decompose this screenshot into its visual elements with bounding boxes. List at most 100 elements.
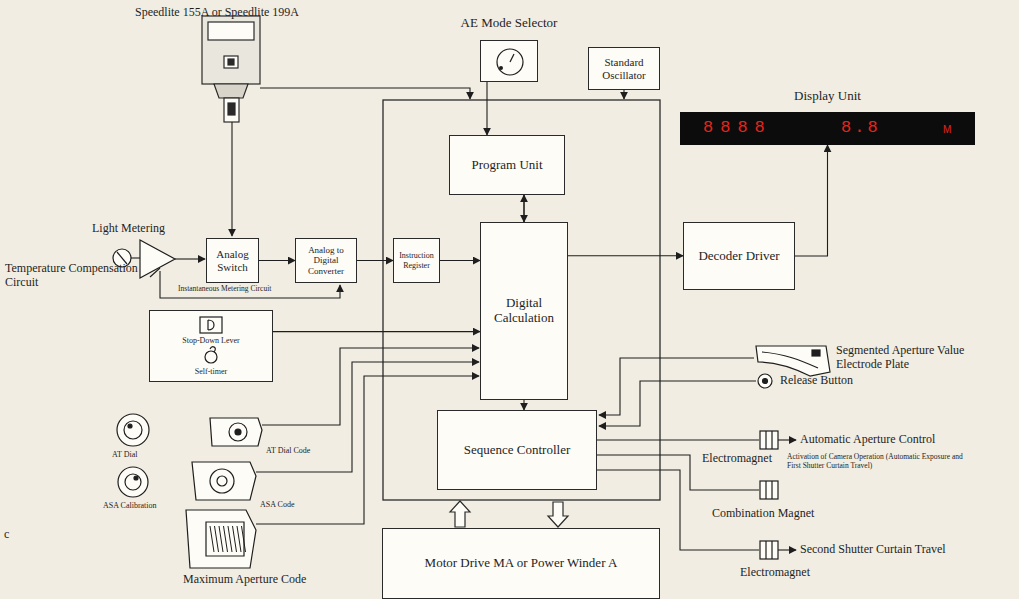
dial-illustrations-part [125, 474, 141, 490]
part-label: Electromagnet [740, 566, 810, 580]
signal-connector [523, 400, 524, 410]
electromagnet-symbols-part [766, 541, 772, 559]
box-label: Program Unit [471, 158, 542, 173]
process-box: Analog Switch [206, 238, 259, 283]
bus-arrows-part [450, 501, 470, 527]
code-plates-part [192, 462, 256, 500]
signal-connector [523, 195, 525, 222]
speedlite-illustration [202, 16, 260, 122]
leader-lines-part [231, 122, 232, 236]
process-box: Analog to Digital Converter [295, 238, 357, 283]
aperture-code-comb-part [233, 526, 237, 552]
part-label: Temperature Compensation Circuit [5, 262, 153, 290]
box-label: Instruction Register [397, 251, 436, 269]
process-box: Instruction Register [393, 238, 440, 283]
edge-fragment: c [4, 528, 9, 542]
code-plates-part [229, 423, 247, 441]
release-button-part [763, 379, 768, 384]
process-box: Sequence Controller [437, 410, 597, 490]
part-label: AT Dial Code [266, 446, 310, 455]
electrode-plate [756, 346, 830, 376]
aperture-code-comb-part [224, 526, 228, 552]
part-label: AT Dial [112, 450, 137, 459]
electromagnet-symbols-part [766, 481, 772, 499]
part-label: Segmented Aperture Value Electrode Plate [836, 344, 1012, 372]
leader-lines-part [778, 439, 796, 440]
dial-illustrations-part [124, 421, 142, 439]
box-caption: Self-timer [150, 367, 272, 376]
signal-connector [440, 260, 480, 261]
aperture-code-comb-part [237, 526, 241, 552]
mode-dial-icon [481, 41, 539, 83]
leader-lines [131, 88, 796, 550]
process-box: Program Unit [449, 135, 565, 195]
code-plates-part [206, 522, 244, 556]
display-unit-mark: M [943, 124, 951, 136]
part-label: Combination Magnet [712, 507, 814, 521]
aperture-code-comb-part [215, 526, 219, 552]
release-button-part [758, 374, 772, 388]
leader-lines-part [597, 439, 759, 440]
display-unit: Display Unit88888.8M [680, 112, 975, 145]
process-box: Digital Calculation [480, 222, 568, 400]
speedlite-illustration-part [228, 59, 234, 65]
electromagnet-symbols-part [760, 481, 778, 499]
part-label: ASA Code [260, 500, 294, 509]
part-label: Instantaneous Metering Circuit [178, 285, 271, 294]
signal-connector [568, 255, 683, 256]
electromagnet-symbols-part [766, 431, 772, 449]
part-label: Maximum Aperture Code [183, 573, 306, 587]
leader-lines-part [260, 88, 470, 99]
speedlite-illustration-part [214, 84, 248, 98]
box-label: Standard Oscillator [592, 56, 656, 81]
code-plates-part [217, 476, 227, 486]
electrode-plate-part [762, 352, 818, 368]
dial-illustrations-part [117, 414, 149, 446]
leader-lines-part [175, 258, 205, 259]
leader-lines-part [599, 358, 754, 415]
signal-connector [357, 260, 393, 261]
display-digits: 8888 [703, 118, 772, 138]
part-label: ASA Calibration [103, 501, 157, 510]
electromagnet-symbols [760, 431, 778, 559]
part-label: Second Shutter Curtain Travel [800, 543, 946, 557]
oscillator-box: Standard Oscillator [588, 47, 660, 90]
signal-connector [795, 145, 828, 256]
speedlite-illustration-part [208, 22, 254, 40]
dial-illustrations-part [134, 476, 138, 480]
dial-illustrations-part [118, 467, 148, 497]
box-label: Analog to Digital Converter [299, 245, 353, 276]
electromagnet-symbols-part [760, 431, 778, 449]
speedlite-illustration-part [224, 98, 239, 122]
aperture-code-comb-part [219, 526, 223, 552]
part-label: Speedlite 155A or Speedlite 199A [135, 6, 299, 20]
box-label: Decoder Driver [698, 249, 779, 264]
leader-lines-part [131, 257, 140, 258]
speedlite-illustration-part [202, 16, 260, 84]
aperture-code-comb [210, 526, 246, 552]
release-button [758, 374, 772, 388]
signal-connector [259, 260, 295, 261]
box-label: Digital Calculation [484, 296, 564, 326]
part-label: Activation of Camera Operation (Automati… [787, 453, 972, 470]
box-caption: Stop-Down Lever [150, 336, 272, 345]
box-heading: Display Unit [794, 89, 861, 104]
signal-connector [486, 82, 487, 135]
aperture-code-comb-part [228, 526, 232, 552]
electromagnet-symbols-part [760, 541, 778, 559]
part-label: Automatic Aperture Control [800, 433, 935, 447]
code-plates [186, 418, 262, 568]
code-plates-part [210, 418, 262, 446]
box-heading: AE Mode Selector [461, 16, 558, 31]
code-plates-part [235, 429, 241, 435]
box-label: Sequence Controller [464, 443, 571, 458]
input-box: Stop-Down LeverSelf-timer [149, 310, 273, 382]
process-box: Decoder Driver [683, 222, 795, 290]
accessory-box: Motor Drive MA or Power Winder A [382, 528, 660, 599]
dial-illustrations-part [128, 424, 132, 428]
code-plates-part [210, 469, 234, 493]
part-label: Release Button [780, 374, 853, 388]
code-plates-part [186, 510, 256, 568]
bus-arrows-part [548, 502, 568, 527]
